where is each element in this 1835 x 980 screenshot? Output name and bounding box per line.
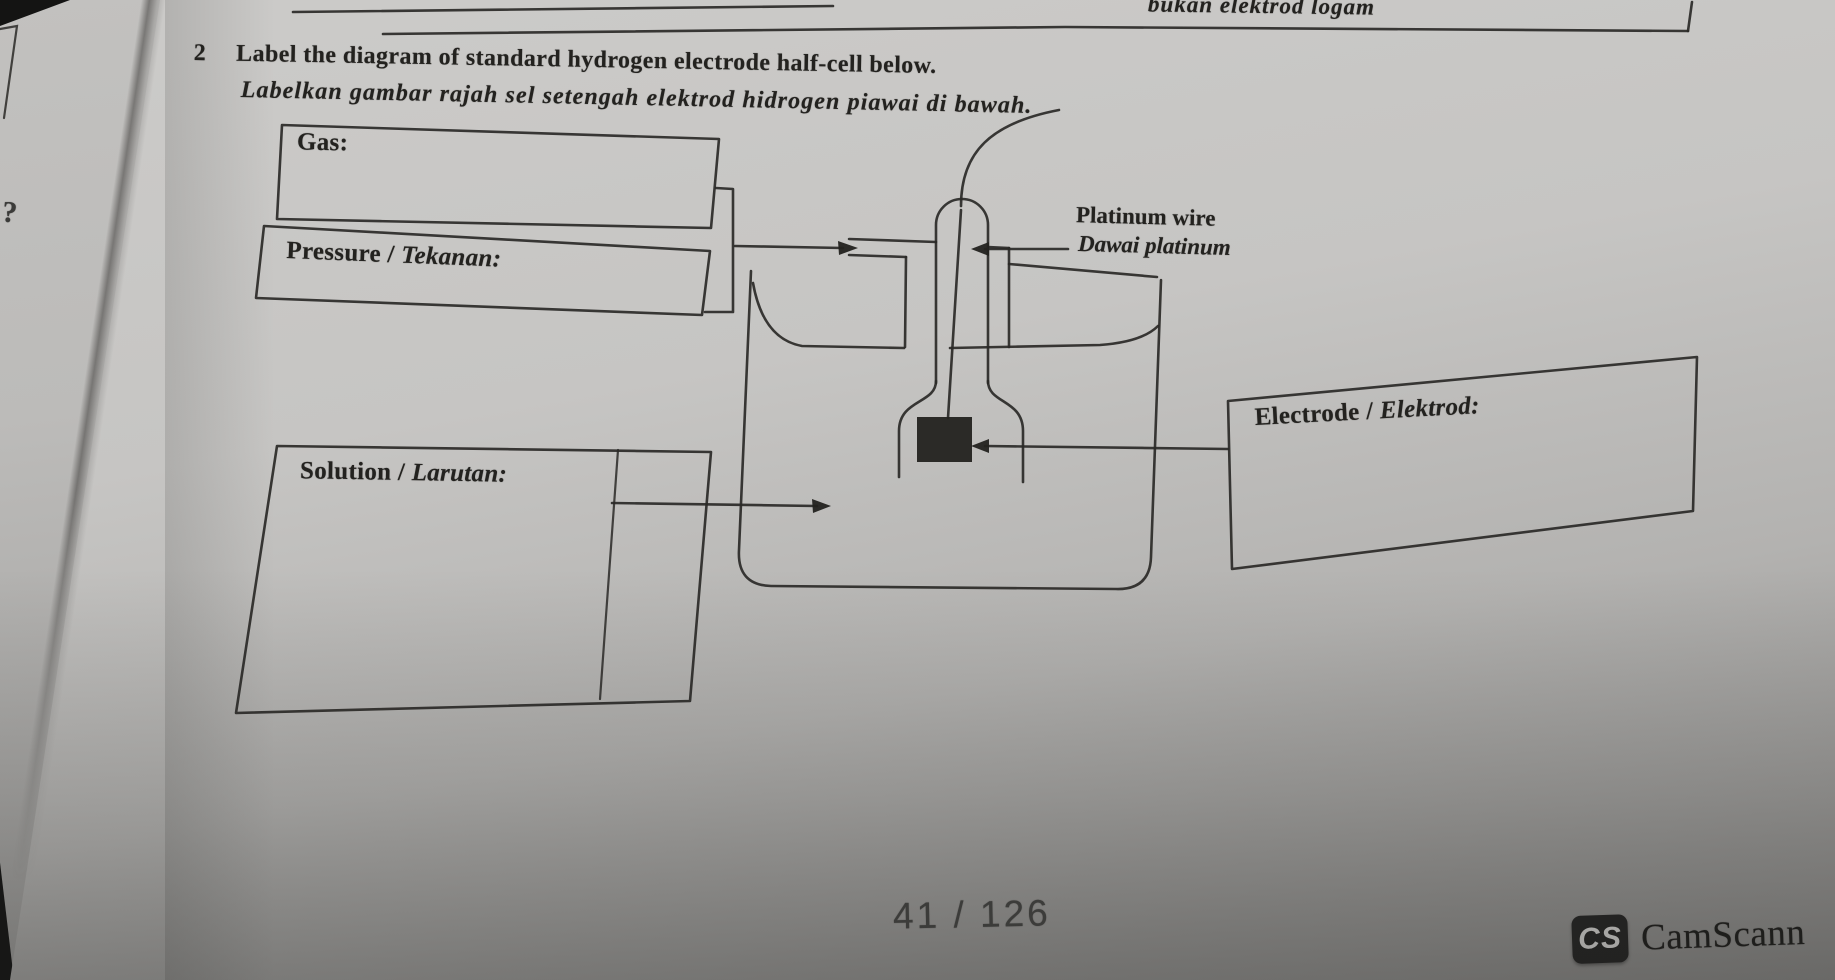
top-rule-lower [381,25,1690,36]
spine-shadow [165,0,275,980]
electrode-pointer-line [983,444,1230,451]
gas-arrowhead [838,241,858,255]
top-box-right-edge [1686,0,1694,33]
bell-right-wall [986,379,1025,484]
top-rule-upper [291,4,835,14]
platinum-electrode-plate [917,417,972,462]
camscanner-logo-badge: CS [1571,914,1629,965]
rim-line-right [1007,262,1159,279]
gas-pressure-bracket [703,186,735,314]
gas-side-arm-top [847,237,938,244]
solution-arrowhead [812,499,831,513]
pressure-label-en: Pressure / [285,237,402,269]
inner-tube-dome [934,197,990,385]
gas-box-label: Gas: [296,128,349,157]
question-number: 2 [193,40,207,67]
electrode-arrowhead [971,439,989,453]
solution-label-ms: Larutan: [411,459,508,488]
electrode-label-ms: Elektrod: [1379,392,1481,425]
bell-left-wall [897,379,938,479]
solution-label-en: Solution / [299,457,412,487]
electrode-answer-box [1226,355,1699,571]
beaker-outline [737,269,1163,591]
liquid-surface-left [751,281,906,350]
platinum-wire-arrowhead [971,242,989,256]
page-indicator: 41 / 126 [892,892,1052,937]
top-cropped-text-fragment: bukan elektrod logam [1147,0,1376,20]
pressure-label-ms: Tekanan: [400,241,502,273]
pressure-answer-box [254,224,712,317]
liquid-surface-right [948,324,1160,350]
platinum-wire [946,208,963,420]
solution-box-label: Solution / Larutan: [300,457,508,489]
left-page-box-corner [0,24,19,120]
gas-answer-box [275,123,721,230]
camscanner-watermark: CS CamScann [1571,908,1806,965]
camscanner-name: CamScann [1640,911,1806,959]
solution-box-inner-edge [598,448,620,701]
gas-arrow-line [733,244,845,250]
gas-side-arm-bottom [847,253,908,259]
platinum-wire-label-ms: Dawai platinum [1077,231,1232,260]
platinum-wire-label-en: Platinum wire [1075,202,1216,231]
outer-jacket-left [903,255,908,349]
platinum-wire-curve [959,108,1061,208]
solution-answer-box [234,444,713,715]
solution-arrow-line [610,501,819,508]
electrode-label-en: Electrode / [1254,397,1381,431]
